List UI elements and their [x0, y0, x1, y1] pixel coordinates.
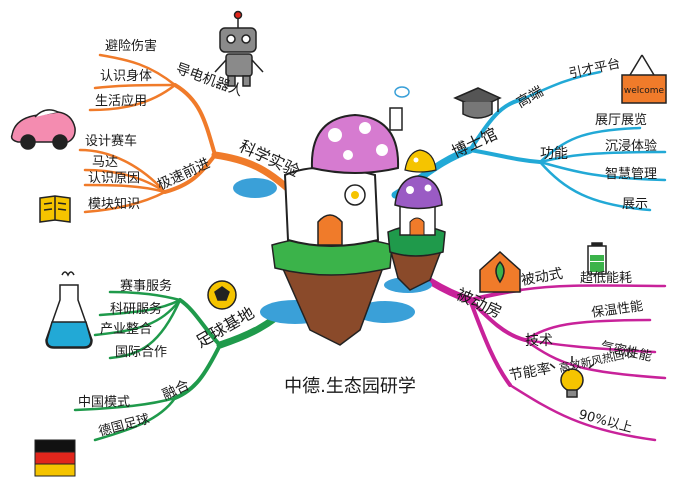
- science-sub1-item-1: 认识身体: [100, 68, 152, 84]
- passive-sub1-item-0: 超低能耗: [580, 271, 632, 286]
- flask-icon: [45, 271, 93, 349]
- museum-sub1-label: 高端: [514, 83, 547, 112]
- light-bulb-icon: [549, 356, 595, 398]
- museum-sub2-item-2: 智慧管理: [605, 166, 657, 182]
- museum-sub1-item-0: 引才平台: [568, 56, 622, 81]
- science-sub2-label: 极速前进: [155, 155, 213, 194]
- welcome-sign-icon: [621, 54, 667, 104]
- museum-sub2-item-0: 展厅展览: [595, 112, 647, 128]
- football-sub1-item-2: 产业整合: [100, 322, 152, 337]
- football-sub1-item-1: 科研服务: [110, 301, 162, 317]
- robot-icon: [214, 10, 264, 87]
- passive-sub1-label: 被动式: [520, 266, 564, 289]
- science-sub1-item-0: 避险伤害: [105, 38, 157, 54]
- science-branch-lines: [78, 53, 304, 214]
- football-sub2-item-0: 中国模式: [78, 395, 130, 410]
- book-icon: [39, 195, 71, 223]
- football-sub2-item-1: 德国足球: [97, 412, 151, 440]
- science-sub2-item-2: 认识原因: [88, 171, 140, 186]
- science-sub2-item-3: 模块知识: [88, 196, 140, 212]
- football-sub1-item-3: 国际合作: [115, 345, 167, 360]
- museum-sub2-item-3: 展示: [622, 197, 648, 212]
- passive-sub2-item-0: 保温性能: [590, 299, 644, 321]
- football-sub1-item-0: 赛事服务: [120, 278, 172, 294]
- race-car-icon: [10, 109, 76, 150]
- battery-icon: [587, 242, 607, 275]
- science-sub2-item-0: 设计赛车: [85, 133, 137, 149]
- football-icon: [207, 280, 237, 310]
- germany-flag-icon: [34, 439, 76, 477]
- science-sub1-item-2: 生活应用: [95, 93, 147, 109]
- passive-sub2-label: 技术: [525, 333, 553, 349]
- welcome-sign-text: welcome: [624, 86, 665, 96]
- center-title: 中德.生态园研学: [284, 376, 416, 397]
- passive-sub3-label: 节能率: [508, 360, 552, 384]
- football-branch-lines: [73, 290, 294, 442]
- museum-sub2-item-1: 沉浸体验: [605, 138, 657, 154]
- graduation-cap-icon: [453, 87, 502, 119]
- eco-house-icon: [479, 250, 521, 293]
- passive-sub3-item-0: 90%以上: [577, 407, 634, 436]
- museum-sub2-label: 功能: [540, 146, 568, 162]
- science-sub2-item-1: 马达: [92, 155, 118, 170]
- mushroom-house-icon: [233, 86, 446, 346]
